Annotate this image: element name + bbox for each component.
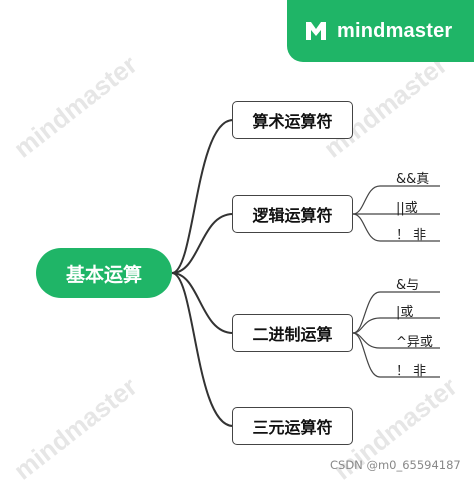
leaf-line-1-3	[352, 213, 440, 242]
topic-logic[interactable]: 逻辑运算符	[232, 195, 353, 233]
root-node-label: 基本运算	[65, 263, 142, 286]
leaf-line-2-2	[352, 317, 440, 334]
branch-line-4	[171, 272, 234, 427]
subtopic-not[interactable]: ！ 非	[396, 228, 427, 243]
csdn-credit: CSDN @m0_65594187	[330, 458, 461, 472]
mindmaster-logo: mindmaster	[287, 0, 474, 62]
topic-arithmetic[interactable]: 算术运算符	[232, 101, 353, 139]
mindmaster-logo-icon	[306, 22, 326, 40]
topic-ternary[interactable]: 三元运算符	[232, 407, 353, 445]
subtopic-and[interactable]: &&真	[396, 172, 430, 187]
topic-label: 算术运算符	[252, 112, 333, 131]
topic-binary[interactable]: 二进制运算	[232, 314, 353, 352]
root-node[interactable]: 基本运算	[36, 248, 172, 298]
topic-label: 二进制运算	[252, 325, 333, 344]
leaf-line-2-4	[352, 332, 440, 378]
subtopic-bit-xor[interactable]: ^异或	[396, 335, 433, 350]
subtopic-bit-and[interactable]: &与	[396, 278, 420, 293]
leaf-line-1-1	[352, 185, 440, 215]
branch-line-3	[171, 272, 234, 334]
subtopic-or[interactable]: ||或	[396, 201, 418, 216]
branch-line-1	[171, 119, 234, 274]
topic-label: 三元运算符	[252, 418, 333, 437]
branch-line-2	[171, 213, 234, 274]
subtopic-bit-or[interactable]: |或	[396, 305, 414, 320]
subtopic-bit-not[interactable]: ！ 非	[396, 364, 427, 379]
logo-brand-text: mindmaster	[337, 19, 453, 42]
topic-label: 逻辑运算符	[252, 206, 333, 225]
